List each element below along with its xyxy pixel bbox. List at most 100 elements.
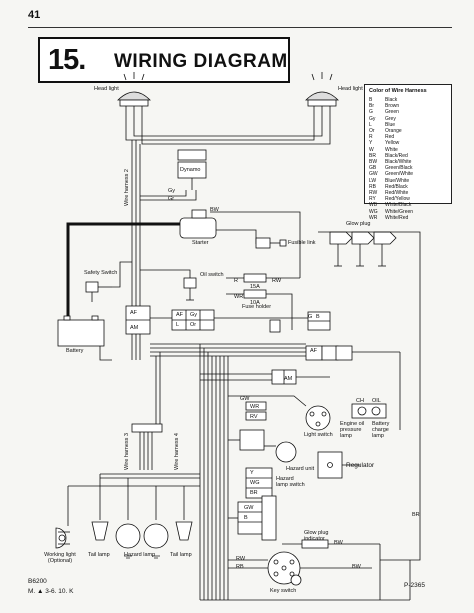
- connector-small: [269, 319, 281, 333]
- wire-harness-2-label: Wire harness 2: [124, 169, 130, 206]
- battery-icon: [57, 315, 105, 347]
- wire-code: GW: [244, 505, 254, 511]
- oil-label: OIL: [372, 398, 381, 404]
- key-switch-icon: [267, 551, 302, 586]
- fusible-link-label: Fusible link: [288, 240, 316, 246]
- wire-code: RV: [250, 414, 258, 420]
- regulator-label: Regulator: [346, 462, 375, 469]
- wire-code: R: [234, 278, 238, 284]
- wire-code: AF: [176, 312, 184, 318]
- oil-lamp-icon: [357, 406, 367, 416]
- head-light-right-label: Head light: [338, 86, 363, 92]
- charge-lamp-icon: [371, 406, 381, 416]
- glow-plug-label: Glow plug: [346, 221, 371, 227]
- wire-code: BW: [210, 207, 219, 213]
- indicator-lamp-block: [351, 403, 387, 419]
- tail-lamp-left-icon: [91, 521, 109, 541]
- tail-lamp-right-icon: [175, 521, 193, 541]
- head-light-left-icon: [117, 72, 151, 130]
- wire-code: Y: [250, 470, 254, 476]
- working-light-label: Working light (Optional): [44, 552, 76, 564]
- wire-code: BW: [334, 540, 343, 546]
- wire-code: B: [316, 314, 320, 320]
- starter-label: Starter: [192, 240, 209, 246]
- wire-harness-3-label: Wire harness 3: [124, 433, 130, 470]
- footer-codes: M. ▲ 3-6. 10. K: [28, 588, 74, 595]
- wire-code: Gy: [168, 188, 176, 194]
- footer-model: B6200: [28, 578, 47, 585]
- dynamo-icon: [177, 149, 207, 190]
- glow-plug-icon: [329, 231, 397, 267]
- page-number: 41: [28, 9, 41, 21]
- fuse-holder-label: Fuse holder: [242, 304, 272, 310]
- connector-am-label: AM: [130, 325, 139, 331]
- hazard-lamp-left-icon: [115, 523, 141, 549]
- safety-switch-icon: [85, 281, 112, 302]
- glow-plug-indicator-label: Glow plug indicator: [304, 530, 329, 542]
- fuse-10a-icon: [243, 289, 267, 299]
- wire-code: RW: [272, 278, 282, 284]
- regulator-icon: [317, 451, 343, 479]
- hazard-unit-label: Hazard unit: [286, 466, 315, 472]
- fuse-15a-icon: [243, 273, 267, 283]
- battery-label: Battery: [66, 348, 84, 354]
- legend-title: Color of Wire Harness: [369, 88, 427, 94]
- fusible-link-icon: [255, 237, 287, 249]
- light-switch-label: Light switch: [304, 432, 333, 438]
- wire-code: B: [244, 515, 248, 521]
- battery-charge-lamp-label: Battery charge lamp: [372, 421, 390, 439]
- wire-code: RB: [236, 564, 244, 570]
- section-number: 15.: [48, 44, 86, 76]
- wire-code: AF: [310, 348, 318, 354]
- engine-oil-pressure-lamp-label: Engine oil pressure lamp: [340, 421, 365, 439]
- wire-code: Gy: [190, 312, 198, 318]
- footer-ref: P-2365: [404, 582, 425, 589]
- fuse-15a-label: 15A: [250, 284, 260, 290]
- wire-code: WG: [250, 480, 260, 486]
- harness-connector: [131, 423, 163, 433]
- key-switch-label: Key switch: [270, 588, 297, 594]
- title-box: 15. WIRING DIAGRAM: [38, 37, 290, 83]
- wire-harness-4-label: Wire harness 4: [174, 433, 180, 470]
- wire-code: WR: [234, 294, 244, 300]
- starter-icon: [179, 209, 217, 239]
- hazard-lamp-right-icon: [143, 523, 169, 549]
- dynamo-label: Dynamo: [180, 167, 201, 173]
- hazard-lamp-switch-label: Hazard lamp switch: [276, 476, 305, 488]
- hazard-lamp-switch-icon: [245, 467, 273, 499]
- wire-code: L: [176, 322, 180, 328]
- oil-switch-icon: [183, 277, 197, 301]
- wire-code: G: [308, 314, 313, 320]
- wire-code: GW: [240, 396, 250, 402]
- head-light-left-label: Head light: [94, 86, 119, 92]
- working-light-icon: [55, 527, 70, 549]
- wire-code: BR: [250, 490, 258, 496]
- oil-switch-label: Oil switch: [200, 272, 224, 278]
- wire-code: Gr: [168, 196, 175, 202]
- page-title: WIRING DIAGRAM: [114, 51, 288, 72]
- wire-code: WR: [250, 404, 260, 410]
- head-light-right-icon: [305, 72, 339, 130]
- light-switch-icon: [305, 405, 331, 431]
